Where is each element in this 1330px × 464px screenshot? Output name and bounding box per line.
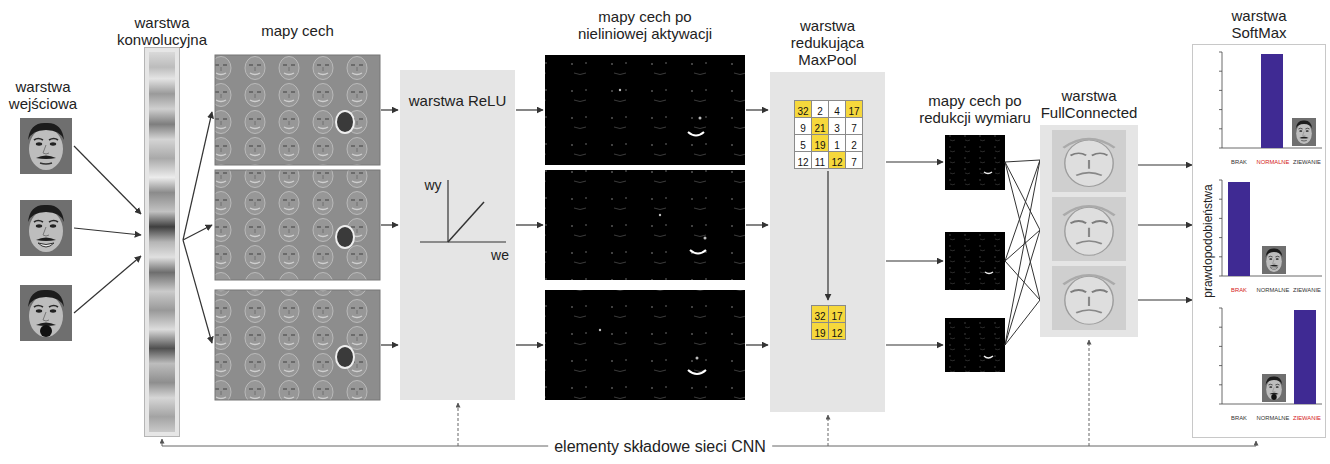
pool-output-cell: 19 bbox=[814, 326, 825, 342]
text-holder: warstwa FullConnected bbox=[1034, 87, 1144, 122]
layer-title: warstwa FullConnected bbox=[1034, 87, 1144, 121]
reduced-maps-title: mapy cech po redukcji wymiaru bbox=[915, 92, 1035, 126]
table-cell: 5 bbox=[794, 134, 812, 152]
text-holder: warstwa redukująca MaxPool bbox=[778, 17, 878, 69]
table-cell: 32 bbox=[811, 305, 829, 323]
fullconnected-layer: warstwa FullConnected bbox=[1040, 125, 1138, 337]
table-cell: 17 bbox=[845, 100, 863, 118]
pool-output-cell: 12 bbox=[831, 326, 842, 342]
table-cell: 7 bbox=[845, 151, 863, 169]
softmax-layer: warstwa SoftMaxprawdopodobieństwa bbox=[1192, 44, 1326, 438]
pool-input-cell: 11 bbox=[815, 155, 825, 171]
label-holder: mapy cech bbox=[215, 22, 380, 40]
class-label: ZIEWANIE bbox=[1293, 287, 1321, 294]
layer-title: warstwa redukująca MaxPool bbox=[778, 17, 878, 68]
label-holder: elementy składowe sieci CNN bbox=[548, 437, 772, 456]
class-label: ZIEWANIE bbox=[1293, 415, 1321, 422]
table-cell: 21 bbox=[811, 117, 829, 135]
label-holder: BRAK bbox=[1231, 150, 1247, 168]
axis-label: wy bbox=[424, 177, 441, 193]
axis-title: prawdopodobieństwa bbox=[1200, 184, 1216, 297]
connector-arrow bbox=[1138, 224, 1192, 225]
table-cell: 32 bbox=[794, 100, 812, 118]
label-holder: we bbox=[488, 246, 512, 264]
table-cell: 12 bbox=[828, 322, 846, 340]
label-holder: BRAK bbox=[1231, 406, 1247, 424]
label-holder: NORMALNE bbox=[1257, 406, 1290, 424]
connector-arrow bbox=[1138, 299, 1192, 300]
table-cell: 12 bbox=[794, 151, 812, 169]
layer-title: warstwa konwolucyjna bbox=[97, 14, 227, 48]
table-cell: 11 bbox=[811, 151, 829, 169]
dense-connections bbox=[1005, 160, 1040, 345]
label-holder: ZIEWANIE bbox=[1293, 150, 1321, 168]
table-cell: 19 bbox=[811, 322, 829, 340]
reduced-feature-maps bbox=[945, 135, 1005, 372]
input-layer-title: warstwa wejściowa bbox=[3, 78, 83, 112]
class-label: ZIEWANIE bbox=[1293, 159, 1321, 166]
activated-feature-maps bbox=[545, 55, 745, 400]
class-label: BRAK bbox=[1231, 287, 1247, 294]
convolution-layer: warstwa konwolucyjna bbox=[145, 48, 179, 436]
class-label: NORMALNE bbox=[1257, 287, 1290, 294]
table-cell: 9 bbox=[794, 117, 812, 135]
text-holder: warstwa ReLU bbox=[404, 92, 511, 110]
components-bracket bbox=[162, 340, 1256, 446]
input-faces bbox=[20, 118, 72, 341]
label-holder: BRAK bbox=[1231, 278, 1247, 296]
table-cell: 2 bbox=[811, 100, 829, 118]
text-holder: warstwa konwolucyjna bbox=[97, 14, 227, 49]
feature-maps bbox=[215, 55, 380, 400]
label-holder: ZIEWANIE bbox=[1293, 278, 1321, 296]
pool-input-cell: 12 bbox=[797, 155, 808, 171]
relu-layer: warstwa ReLU bbox=[400, 70, 515, 400]
table-cell: 17 bbox=[828, 305, 846, 323]
table-cell: 4 bbox=[828, 100, 846, 118]
table-cell: 12 bbox=[828, 151, 846, 169]
label-holder: ZIEWANIE bbox=[1293, 406, 1321, 424]
class-label: BRAK bbox=[1231, 159, 1247, 166]
class-label: NORMALNE bbox=[1257, 159, 1290, 166]
table-cell: 3 bbox=[828, 117, 846, 135]
label-holder: mapy cech po nieliniowej aktywacji bbox=[570, 8, 720, 43]
label-holder: wy bbox=[422, 176, 444, 194]
table-cell: 7 bbox=[845, 117, 863, 135]
table-cell: 1 bbox=[828, 134, 846, 152]
table-cell: 2 bbox=[845, 134, 863, 152]
class-label: BRAK bbox=[1231, 415, 1247, 422]
components-caption: elementy składowe sieci CNN bbox=[554, 437, 766, 456]
axis-label: we bbox=[491, 247, 509, 263]
text-holder: warstwa SoftMax bbox=[1214, 7, 1304, 42]
layer-title: warstwa SoftMax bbox=[1214, 7, 1304, 41]
layer-title: warstwa ReLU bbox=[409, 92, 507, 109]
text-holder: prawdopodobieństwa bbox=[1198, 161, 1214, 321]
label-holder: warstwa wejściowa bbox=[3, 78, 83, 113]
pool-input-cell: 7 bbox=[851, 155, 857, 171]
pool-input-cell: 12 bbox=[831, 155, 842, 171]
activated-maps-title: mapy cech po nieliniowej aktywacji bbox=[570, 8, 720, 42]
label-holder: NORMALNE bbox=[1257, 278, 1290, 296]
table-cell: 19 bbox=[811, 134, 829, 152]
connector-arrow bbox=[1138, 164, 1192, 165]
class-label: NORMALNE bbox=[1257, 415, 1290, 422]
label-holder: mapy cech po redukcji wymiaru bbox=[915, 92, 1035, 127]
label-holder: NORMALNE bbox=[1257, 150, 1290, 168]
feature-maps-title: mapy cech bbox=[261, 22, 334, 39]
